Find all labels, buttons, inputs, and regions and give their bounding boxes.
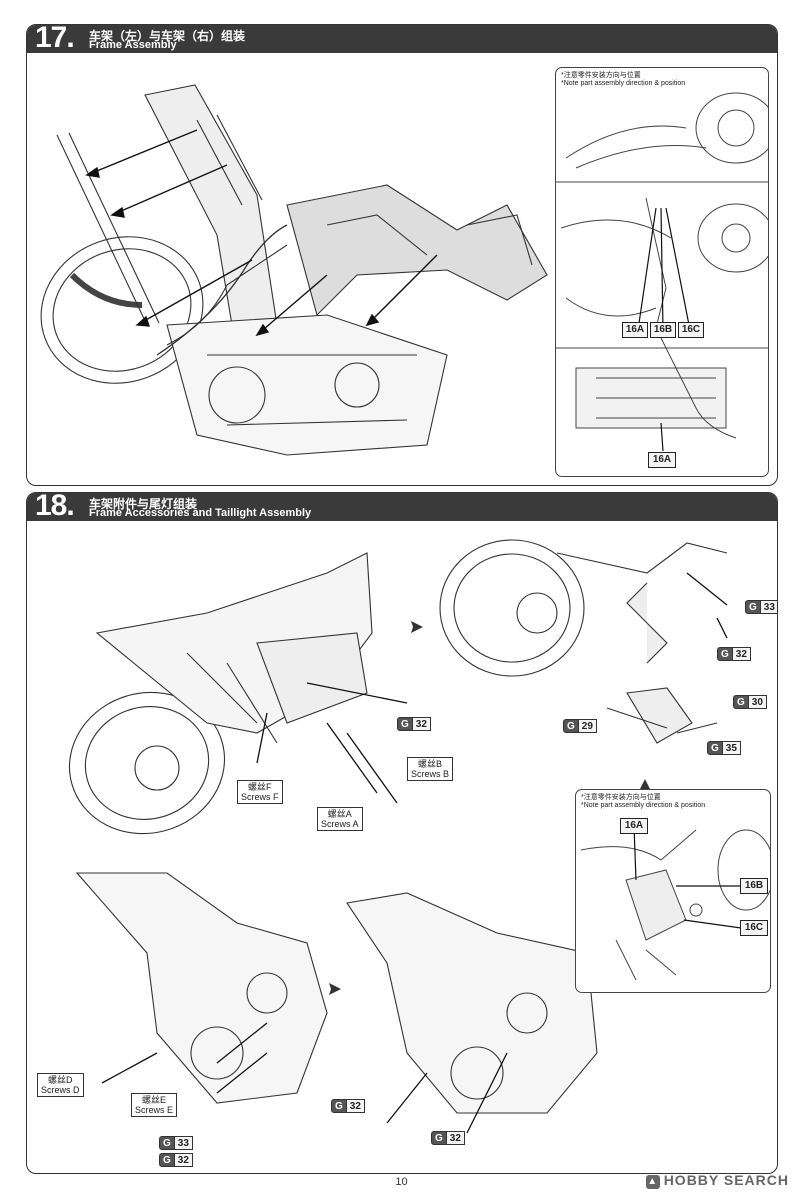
step-18-title-cn: 车架附件与尾灯组装 [89, 497, 198, 511]
screws-e-label: 螺丝E Screws E [131, 1093, 178, 1117]
step-17-note: *注意零件安装方向与位置 *Note part assembly directi… [561, 72, 685, 88]
step-17-title-en: Frame Assembly [89, 39, 177, 51]
screws-b-label: 螺丝B Screws B [407, 757, 454, 781]
part-tag-16b: 16B [740, 878, 768, 894]
step-17-header: 17. 车架（左）与车架（右）组装 Frame Assembly [27, 24, 777, 54]
step-18-panel: 18. 车架附件与尾灯组装 Frame Accessories and Tail… [26, 492, 778, 1174]
step-18-title-en: Frame Accessories and Taillight Assembly [89, 507, 312, 519]
part-tag-16b: 16B [650, 322, 676, 338]
step-18-number: 18. [35, 492, 75, 522]
brand-watermark: ▲HOBBY SEARCH [645, 1172, 789, 1189]
step-18-note: *注意零件安装方向与位置 *Note part assembly directi… [581, 794, 705, 810]
step-18-note-en: *Note part assembly direction & position [581, 802, 706, 809]
brand-logo-icon: ▲ [645, 1175, 660, 1189]
part-tag-16a: 16A [620, 818, 648, 834]
part-tag-16a-lower: 16A [648, 452, 676, 468]
part-tag-16c: 16C [678, 322, 704, 338]
detail-inset-illustration [556, 92, 768, 452]
part-tag-16c: 16C [740, 920, 768, 936]
step-17-detail-inset: *注意零件安装方向与位置 *Note part assembly directi… [555, 67, 769, 477]
step-17-note-cn: *注意零件安装方向与位置 [561, 72, 641, 79]
screws-a-label: 螺丝A Screws A [317, 807, 363, 831]
step-18-detail-inset: *注意零件安装方向与位置 *Note part assembly directi… [575, 789, 771, 993]
step-17-panel: 17. 车架（左）与车架（右）组装 Frame Assembly [26, 24, 778, 486]
screws-f-label: 螺丝F Screws F [237, 780, 283, 804]
step-18-note-cn: *注意零件安装方向与位置 [581, 794, 661, 801]
screws-d-label: 螺丝D Screws D [37, 1073, 84, 1097]
step-17-title-cn: 车架（左）与车架（右）组装 [89, 29, 246, 43]
step-17-number: 17. [35, 24, 75, 54]
accessories-illustration [68, 539, 728, 1134]
frame-assembly-illustration [40, 84, 548, 456]
step-17-note-en: *Note part assembly direction & position [561, 80, 686, 87]
taillight-detail-illustration [580, 825, 770, 981]
part-tag-16a: 16A [622, 322, 648, 338]
page-number: 10 [395, 1176, 408, 1188]
step-18-header: 18. 车架附件与尾灯组装 Frame Accessories and Tail… [27, 492, 777, 522]
